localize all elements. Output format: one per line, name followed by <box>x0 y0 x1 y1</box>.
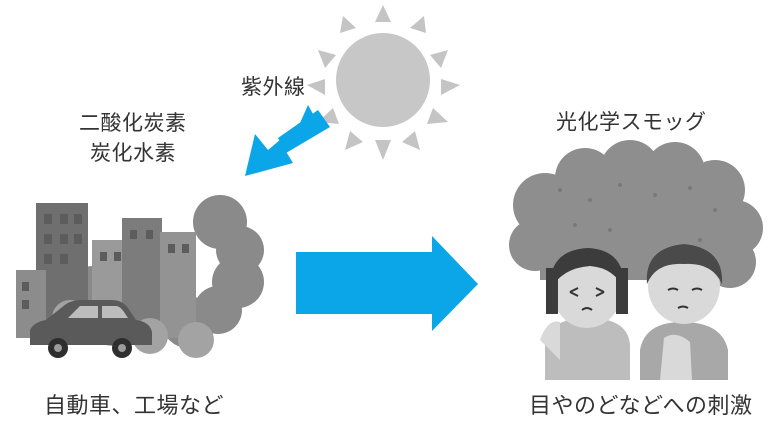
pollutant-label-1: 二酸化炭素 <box>79 111 187 135</box>
smog-cloud <box>509 140 763 288</box>
boy-icon <box>640 244 728 380</box>
city-illustration <box>16 195 264 358</box>
sun-icon <box>307 5 460 160</box>
uv-label: 紫外線 <box>241 75 306 99</box>
car-icon <box>30 300 152 358</box>
pollutant-label-2: 炭化水素 <box>90 141 176 165</box>
source-label: 自動車、工場など <box>44 394 225 419</box>
smog-illustration <box>509 140 763 380</box>
effect-label: 目やのどなどへの刺激 <box>529 394 753 419</box>
girl-icon <box>540 248 630 380</box>
uv-arrow <box>245 105 330 176</box>
main-arrow <box>296 236 478 331</box>
smog-label: 光化学スモッグ <box>556 110 707 134</box>
